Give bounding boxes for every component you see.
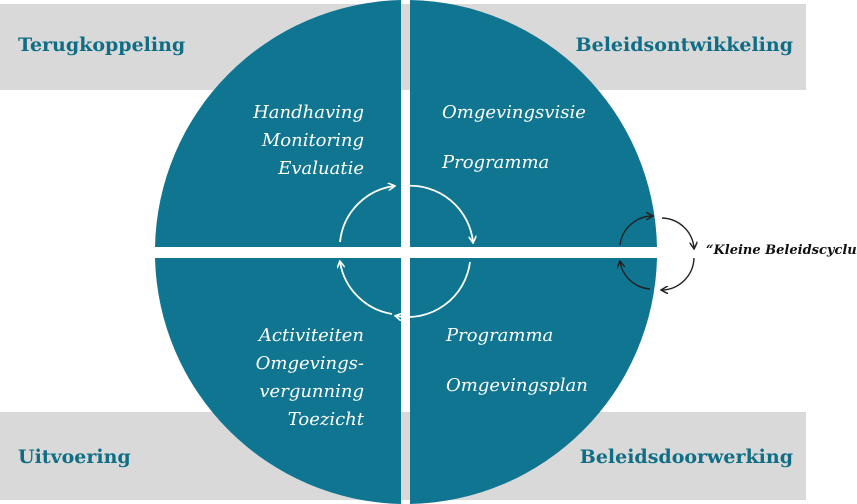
quadrant-bottom-right bbox=[410, 258, 657, 504]
label-beleidsontwikkeling: Beleidsontwikkeling bbox=[575, 34, 793, 56]
quadrant-top-left bbox=[155, 0, 401, 247]
label-beleidsdoorwerking: Beleidsdoorwerking bbox=[579, 446, 793, 468]
item-omgevingsvisie: Omgevingsvisie bbox=[442, 102, 586, 123]
label-uitvoering: Uitvoering bbox=[18, 446, 131, 468]
item-handhaving: Handhaving bbox=[253, 102, 364, 123]
item-monitoring: Monitoring bbox=[261, 130, 364, 151]
quadrant-text-top-right: Omgevingsvisie Programma bbox=[442, 99, 586, 177]
small-cycle-arrow-1 bbox=[619, 216, 652, 246]
quadrant-text-bottom-right: Programma Omgevingsplan bbox=[446, 322, 588, 400]
item-evaluatie: Evaluatie bbox=[278, 158, 364, 179]
item-activiteiten: Activiteiten bbox=[258, 325, 364, 346]
kleine-beleidscyclus-label: “Kleine Beleidscyclus bbox=[706, 243, 857, 258]
quadrant-text-top-left: Handhaving Monitoring Evaluatie bbox=[253, 99, 364, 183]
quadrant-top-right bbox=[410, 0, 657, 247]
label-terugkoppeling: Terugkoppeling bbox=[18, 34, 186, 56]
item-toezicht: Toezicht bbox=[287, 409, 364, 430]
cycle-arrow-top-right bbox=[404, 184, 473, 242]
bottom-band bbox=[0, 412, 806, 500]
top-band bbox=[0, 4, 806, 90]
cycle-arrow-bottom-right bbox=[396, 261, 471, 317]
quadrant-text-bottom-left: Activiteiten Omgevings- vergunning Toezi… bbox=[256, 322, 364, 434]
small-cycle-arrow-2 bbox=[661, 217, 694, 248]
quadrant-bottom-left bbox=[155, 258, 401, 504]
cycle-arrow-bottom-left bbox=[340, 262, 393, 315]
item-programma-top: Programma bbox=[442, 152, 550, 173]
item-programma-bottom: Programma bbox=[446, 325, 554, 346]
item-vergunning: vergunning bbox=[259, 381, 364, 402]
small-cycle-arrow-3 bbox=[662, 257, 695, 290]
item-omgevingsplan: Omgevingsplan bbox=[446, 375, 588, 396]
cycle-arrow-top-left bbox=[339, 186, 394, 243]
small-cycle-arrow-4 bbox=[620, 262, 651, 290]
item-omgevings: Omgevings- bbox=[255, 353, 364, 374]
